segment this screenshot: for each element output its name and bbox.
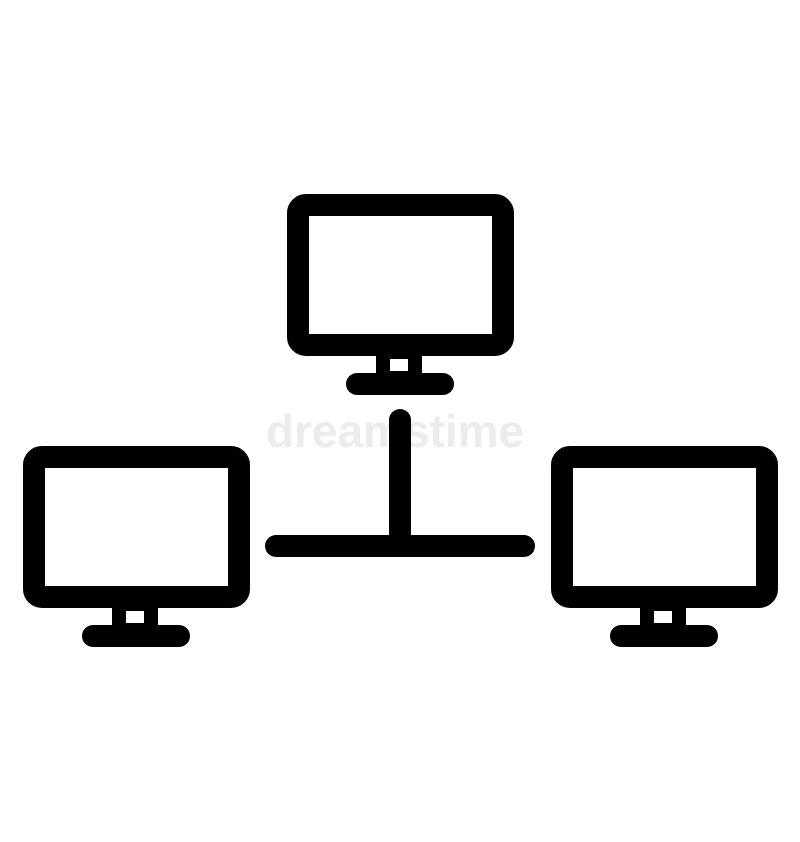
monitor-left — [23, 446, 250, 647]
monitor-left-screen — [23, 446, 250, 608]
monitor-top — [287, 194, 514, 395]
monitor-right — [551, 446, 778, 647]
monitor-top-screen — [287, 194, 514, 356]
monitor-right-screen — [551, 446, 778, 608]
t-connector — [265, 409, 535, 557]
network-diagram — [23, 194, 778, 647]
